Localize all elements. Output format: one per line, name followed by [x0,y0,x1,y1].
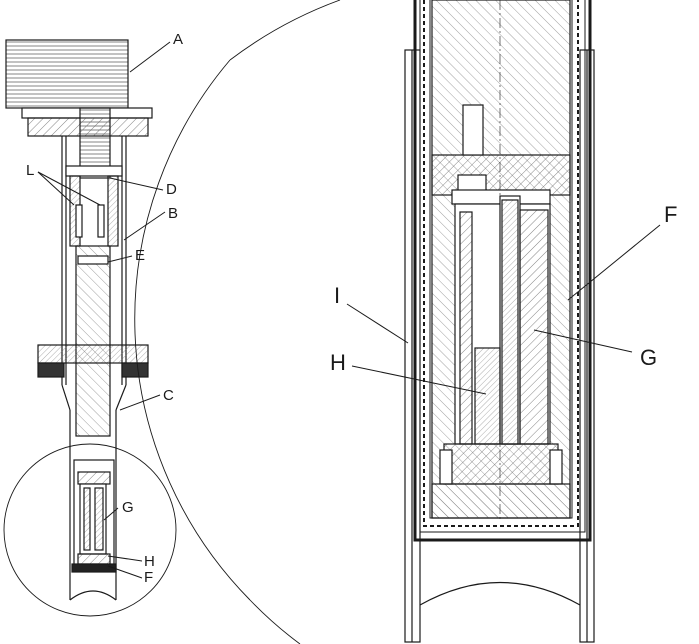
label-F-right: F [664,202,677,227]
detail-circle-small [3,443,177,617]
label-E: E [135,247,145,264]
label-L: L [26,162,34,179]
left-assembly [5,39,153,601]
label-B: B [168,205,178,222]
label-D: D [166,181,177,198]
label-H-right: H [330,350,346,375]
label-F-left: F [144,569,153,586]
left-leaders [37,41,171,579]
label-C: C [163,387,174,404]
label-G-left: G [122,499,134,516]
right-leaders [346,224,661,395]
label-H-left: H [144,553,155,570]
label-I: I [334,283,340,308]
right-detail [404,0,595,643]
label-G-right: G [640,345,657,370]
label-A: A [173,31,183,48]
detail-circle-large [134,59,251,601]
